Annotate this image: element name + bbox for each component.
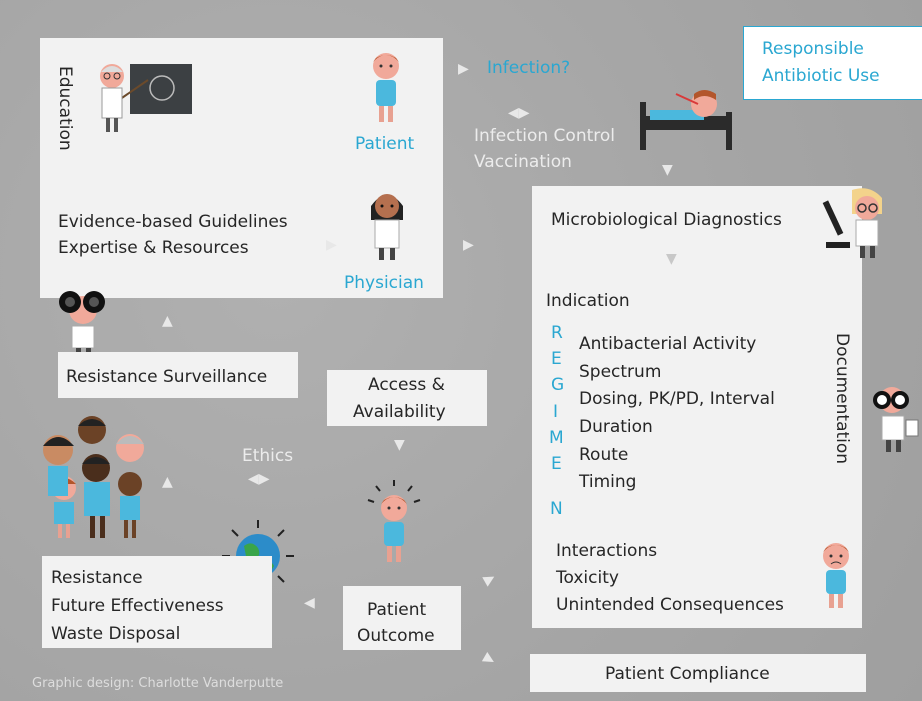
binoculars-observer-icon [59,291,105,358]
arrow-expertise-physician: ▶ [326,237,337,253]
regimen-letter-5: M [549,428,564,448]
arrow-bidirectional-top: ◀▶ [508,105,530,121]
title-line-2: Antibiotic Use [762,66,880,86]
arrow-to-diagnostics: ▼ [662,162,673,178]
worried-patient-icon [823,543,849,608]
access-availability-box [327,370,487,426]
design-credit: Graphic design: Charlotte Vanderputte [32,676,284,691]
regimen-letter-3: G [551,375,565,395]
resistance-surveillance-text: Resistance Surveillance [66,367,268,387]
regimen-item-6: Timing [579,472,637,492]
arrow-to-indication: ▼ [666,251,677,267]
regimen-letter-2: E [551,349,562,369]
consequences-box [42,556,272,648]
expertise-text: Expertise & Resources [58,238,249,258]
outcome-line-1: Patient [367,600,427,620]
documentation-label: Documentation [832,333,852,465]
microscope-doctor-icon [822,188,882,258]
unintended-text: Unintended Consequences [556,595,784,615]
documenting-doctor-icon [873,387,919,452]
arrow-to-compliance: ▶ [480,649,499,669]
patient-outcome-box [343,586,461,650]
guidelines-text: Evidence-based Guidelines [58,212,288,232]
arrow-physician-to-diagnostics: ▶ [463,237,474,253]
education-label: Education [55,66,75,151]
infection-control-label: Infection Control [474,126,615,146]
arrow-bidirectional-ethics: ◀▶ [248,471,270,487]
physician-icon [371,194,403,260]
interactions-text: Interactions [556,541,658,561]
consequence-line-3: Waste Disposal [51,624,181,644]
regimen-item-4: Duration [579,417,653,437]
arrow-outcome-to-consequences: ◀ [304,595,315,611]
regimen-letter-7: N [550,499,563,519]
diagnostics-box [532,186,862,628]
teacher-icon [100,64,192,132]
access-line-2: Availability [353,402,446,422]
consequence-line-2: Future Effectiveness [51,596,224,616]
regimen-item-1: Antibacterial Activity [579,334,757,354]
patient-compliance-box [530,654,866,692]
population-group-icon [43,416,144,538]
regimen-letter-1: R [551,323,563,343]
regimen-item-5: Route [579,445,629,465]
arrow-access-down: ▼ [394,437,405,453]
outcome-patient-icon [367,480,421,562]
arrow-to-infection: ▶ [458,61,469,77]
toxicity-text: Toxicity [556,568,619,588]
infection-label: Infection? [487,58,571,78]
regimen-item-2: Spectrum [579,362,662,382]
patient-icon [373,53,399,122]
vaccination-label: Vaccination [474,152,572,172]
physician-label: Physician [344,273,424,293]
indication-text: Indication [546,291,630,311]
regimen-letter-6: E [551,454,562,474]
arrow-population-up: ▲ [162,474,173,490]
regimen-item-3: Dosing, PK/PD, Interval [579,389,775,409]
resistance-surveillance-box [58,352,298,398]
arrow-surveillance-up: ▲ [162,313,173,329]
title-badge: Responsible Antibiotic Use [743,26,922,100]
arrow-to-outcome-upper: ▶ [480,569,499,589]
ethics-label: Ethics [242,446,294,466]
regimen-letter-4: I [553,402,559,422]
sick-patient-in-bed-icon [640,90,732,150]
patient-label: Patient [355,134,415,154]
patient-compliance-text: Patient Compliance [605,664,770,684]
access-line-1: Access & [368,375,445,395]
consequence-line-1: Resistance [51,568,143,588]
microbiology-text: Microbiological Diagnostics [551,210,782,230]
outcome-line-2: Outcome [357,626,435,646]
title-line-1: Responsible [762,39,864,59]
